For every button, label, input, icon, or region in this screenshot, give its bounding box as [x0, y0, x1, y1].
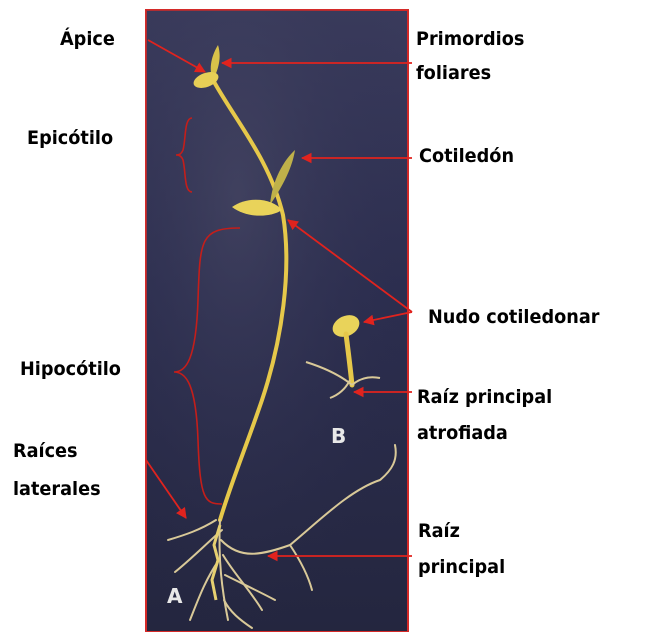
label-raiz-atrofiada-line1: Raíz principal: [417, 382, 552, 412]
label-hipocotilo: Hipocótilo: [20, 354, 121, 384]
label-raiz-principal-line1: Raíz: [418, 516, 460, 546]
label-apice: Ápice: [60, 24, 115, 54]
label-primordios-line1: Primordios: [416, 24, 524, 54]
label-epicotilo: Epicótilo: [27, 123, 113, 153]
label-raices-line1: Raíces: [13, 436, 78, 466]
label-nudo: Nudo cotiledonar: [428, 302, 599, 332]
photo-letter-a: A: [167, 584, 182, 608]
label-raiz-principal-line2: principal: [418, 552, 505, 582]
label-primordios-line2: foliares: [416, 58, 491, 88]
label-raices-line2: laterales: [13, 474, 101, 504]
label-raiz-atrofiada-line2: atrofiada: [417, 418, 508, 448]
photo-letter-b: B: [331, 424, 346, 448]
label-cotiledon: Cotiledón: [419, 141, 514, 171]
